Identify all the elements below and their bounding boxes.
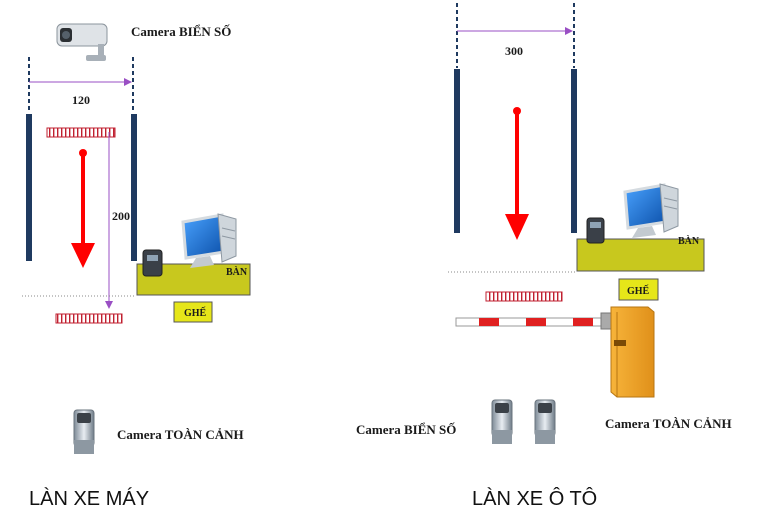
plate-camera-label: Camera BIỂN SỐ — [356, 422, 456, 437]
overview-camera-icon — [73, 409, 95, 454]
lane-post-right — [571, 69, 577, 233]
chair — [618, 278, 659, 301]
traffic-direction-arrow — [71, 149, 95, 268]
plate-camera-icon — [491, 399, 513, 444]
loop-detector — [485, 291, 563, 302]
desk — [136, 263, 251, 296]
computer-icon — [181, 213, 237, 268]
lane-post-left — [26, 114, 32, 261]
width-dimension-label: 120 — [72, 93, 90, 107]
lane-title: LÀN XE Ô TÔ — [472, 487, 597, 510]
chair — [173, 301, 213, 323]
length-dimension-label: 200 — [112, 209, 130, 223]
width-dimension-label: 300 — [505, 44, 523, 58]
chair-label: GHẾ — [184, 306, 207, 319]
desk — [576, 238, 705, 272]
card-reader-icon — [142, 249, 163, 277]
plate-camera-icon — [56, 23, 108, 61]
desk-label: BÀN — [226, 266, 248, 278]
lane-title: LÀN XE MÁY — [29, 487, 149, 510]
barrier-cabinet — [610, 306, 655, 398]
overview-camera-label: Camera TOÀN CẢNH — [117, 427, 244, 442]
chair-label: GHẾ — [627, 284, 650, 297]
loop-detector-exit — [55, 313, 123, 324]
motorbike-lane: Camera BIỂN SỐ 120 200 BÀN — [22, 23, 251, 510]
card-reader-icon — [586, 217, 605, 244]
plate-camera-label: Camera BIỂN SỐ — [131, 24, 231, 39]
computer-icon — [623, 183, 679, 238]
traffic-direction-arrow — [505, 107, 529, 240]
desk-label: BÀN — [678, 235, 700, 247]
loop-detector-entry — [46, 127, 116, 138]
overview-camera-label: Camera TOÀN CẢNH — [605, 416, 732, 431]
car-lane: 300 BÀN GHẾ — [356, 3, 732, 510]
lane-post-right — [131, 114, 137, 261]
lane-post-left — [454, 69, 460, 233]
boom-barrier — [455, 312, 612, 330]
overview-camera-icon — [534, 399, 556, 444]
